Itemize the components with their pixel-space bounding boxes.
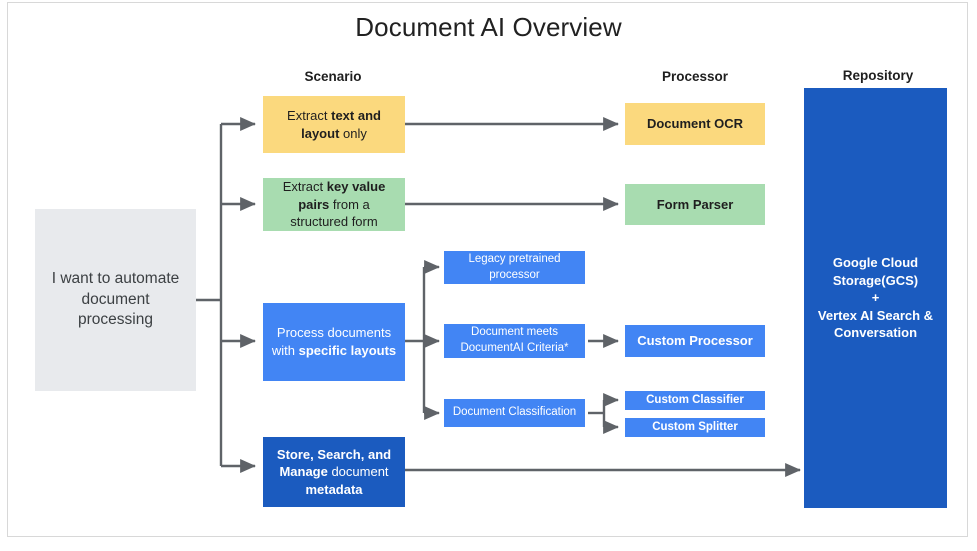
node-scenario-form-line2: pairs from a: [298, 196, 370, 212]
node-start-line1: I want to automate: [51, 269, 180, 287]
page-title: Document AI Overview: [355, 12, 622, 42]
node-scenario-form-line1: Extract key value: [282, 179, 386, 195]
node-scenario-extract-key-value[interactable]: Extract key value pairs from a structure…: [263, 178, 405, 231]
node-start[interactable]: I want to automate document processing: [35, 209, 196, 391]
node-repository-line1: Google Cloud: [832, 255, 919, 271]
node-document-meets-criteria[interactable]: Document meets DocumentAI Criteria*: [444, 324, 585, 358]
node-legacy-pretrained-processor[interactable]: Legacy pretrained processor: [444, 251, 585, 284]
node-form-parser-label: Form Parser: [656, 196, 734, 212]
node-classification-label: Document Classification: [452, 406, 577, 419]
node-custom-processor[interactable]: Custom Processor: [625, 325, 765, 357]
node-criteria-line2: DocumentAI Criteria*: [460, 342, 569, 354]
node-repository[interactable]: Google Cloud Storage(GCS) + Vertex AI Se…: [804, 88, 947, 508]
node-scenario-custom-line2: with specific layouts: [271, 343, 397, 358]
column-header-processor: Processor: [661, 69, 729, 84]
node-document-ocr-label: Document OCR: [646, 116, 744, 132]
node-scenario-custom-line1: Process documents: [276, 325, 392, 341]
node-repository-line5: Conversation: [833, 325, 918, 341]
node-repository-line2: Storage(GCS): [832, 272, 919, 288]
node-custom-processor-label: Custom Processor: [637, 333, 753, 349]
node-scenario-store-line2: Manage document: [279, 464, 389, 480]
node-repository-line4: Vertex AI Search &: [817, 307, 934, 323]
node-scenario-process-documents[interactable]: Process documents with specific layouts: [263, 303, 405, 381]
column-header-scenario: Scenario: [304, 69, 362, 84]
column-header-repository: Repository: [842, 68, 914, 83]
node-scenario-store-line3: metadata: [305, 481, 363, 497]
node-scenario-ocr-line1: Extract text and: [287, 107, 381, 123]
node-repository-plus: +: [871, 290, 880, 306]
node-document-ocr[interactable]: Document OCR: [625, 103, 765, 145]
node-start-line3: processing: [78, 311, 153, 329]
node-document-classification[interactable]: Document Classification: [444, 399, 585, 427]
node-scenario-extract-text-layout[interactable]: Extract text and layout only: [263, 96, 405, 153]
node-scenario-form-line3: structured form: [290, 214, 378, 230]
node-legacy-line2: processor: [489, 268, 540, 281]
node-legacy-line1: Legacy pretrained: [468, 252, 561, 265]
node-form-parser[interactable]: Form Parser: [625, 184, 765, 225]
node-custom-classifier[interactable]: Custom Classifier: [625, 391, 765, 410]
node-custom-splitter[interactable]: Custom Splitter: [625, 418, 765, 437]
node-start-line2: document: [81, 290, 150, 308]
node-custom-splitter-label: Custom Splitter: [652, 420, 738, 433]
node-scenario-ocr-line2: layout only: [301, 125, 367, 141]
node-criteria-line1: Document meets: [471, 326, 558, 339]
node-custom-classifier-label: Custom Classifier: [646, 393, 744, 406]
node-scenario-store-search-manage[interactable]: Store, Search, and Manage document metad…: [263, 437, 405, 507]
node-scenario-store-line1: Store, Search, and: [276, 446, 392, 462]
